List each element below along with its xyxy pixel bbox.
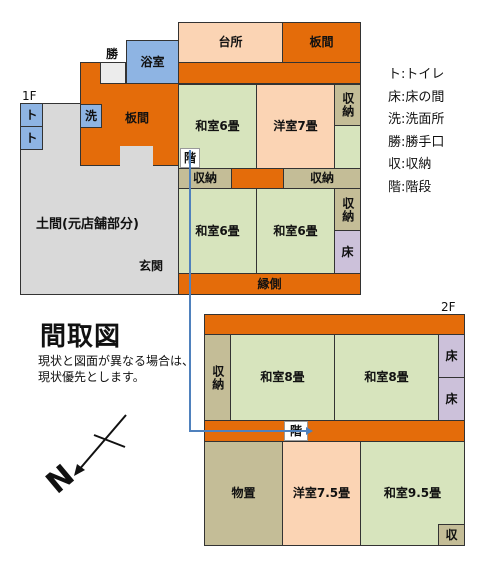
washroom: 洗 bbox=[80, 104, 102, 128]
legend-toilet: ト:トイレ bbox=[388, 67, 445, 82]
compass-arrowhead bbox=[74, 464, 85, 476]
legend: ト:トイレ 床:床の間 洗:洗面所 勝:勝手口 収:収納 階:階段 bbox=[388, 64, 444, 199]
legend-stairs: 階:階段 bbox=[388, 179, 432, 195]
back-entrance-step bbox=[100, 62, 126, 84]
back-entrance-label: 勝 bbox=[106, 47, 119, 61]
stair-link-line bbox=[189, 150, 306, 432]
engawa: 縁側 bbox=[178, 273, 361, 295]
toilet-2: ト bbox=[20, 126, 43, 150]
washitsu-9-5: 和室9.5畳 bbox=[360, 441, 465, 546]
floor-plan-title: 間取図 bbox=[40, 322, 122, 352]
compass-arrow-line bbox=[77, 414, 127, 472]
youshitsu-7-5: 洋室7.5畳 bbox=[282, 441, 361, 546]
tokonoma-2f-2: 床 bbox=[438, 377, 465, 421]
stair-link-arrowhead bbox=[306, 427, 313, 435]
washitsu-6-c: 和室6畳 bbox=[256, 188, 335, 274]
compass bbox=[74, 414, 127, 476]
legend-washroom: 洗:洗面所 bbox=[388, 112, 445, 127]
doma-label: 土間(元店舗部分) bbox=[36, 217, 139, 232]
closet-2f: 収納 bbox=[204, 334, 231, 421]
closet-2f-small: 収 bbox=[438, 524, 465, 546]
floor2-label: 2F bbox=[441, 300, 456, 314]
tokonoma-2f-1: 床 bbox=[438, 334, 465, 378]
legend-closet: 収:収納 bbox=[388, 157, 432, 172]
wood-floor-top: 板間 bbox=[282, 22, 361, 63]
disclaimer-note: 現状と図面が異なる場合は、現状優先とします。 bbox=[38, 354, 195, 384]
washitsu-8-b: 和室8畳 bbox=[334, 334, 439, 421]
legend-tokonoma: 床:床の間 bbox=[388, 89, 445, 105]
genkan-label: 玄関 bbox=[139, 259, 164, 273]
compass-cross-line bbox=[93, 434, 126, 448]
closet-right-bottom: 収納 bbox=[334, 188, 361, 231]
closet-right-top: 収納 bbox=[334, 84, 361, 126]
wood-floor-main-label: 板間 bbox=[125, 111, 150, 125]
legend-back-entrance: 勝:勝手口 bbox=[388, 134, 445, 150]
bathroom: 浴室 bbox=[126, 40, 179, 84]
kitchen: 台所 bbox=[178, 22, 283, 63]
toilet-1: ト bbox=[20, 103, 43, 127]
washitsu-8-a: 和室8畳 bbox=[230, 334, 335, 421]
washitsu-6-b: 和室6畳 bbox=[178, 188, 257, 274]
floor1-label: 1F bbox=[22, 89, 37, 103]
corner-spacer bbox=[334, 125, 361, 169]
doma-notch bbox=[120, 146, 153, 176]
